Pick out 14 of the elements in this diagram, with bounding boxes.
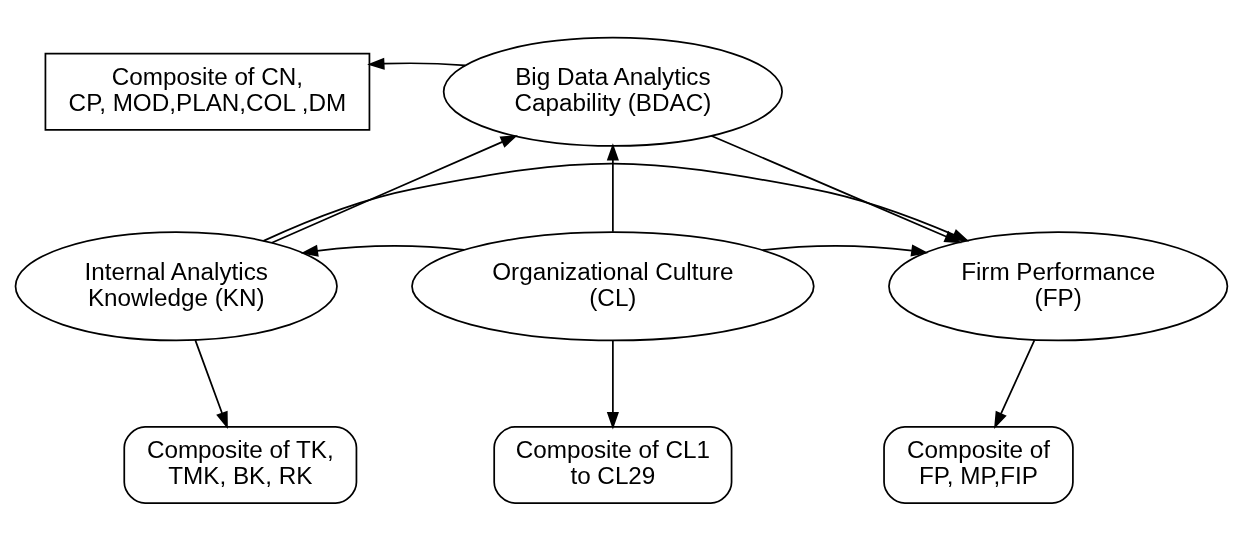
node-box: Composite of CN, CP, MOD,PLAN,COL ,DM	[44, 52, 371, 131]
arrow	[271, 135, 518, 244]
arrow	[994, 339, 1036, 429]
arrow	[606, 143, 619, 233]
node-box: Composite of FP, MP,FIP	[883, 425, 1074, 504]
node-ellipse: Internal Analytics Knowledge (KN)	[14, 231, 338, 342]
node-box: Composite of CL1 to CL29	[493, 425, 733, 504]
arrow	[367, 57, 467, 70]
arrow	[194, 339, 228, 430]
arrow	[300, 244, 465, 257]
arrow	[606, 339, 619, 430]
node-box: Composite of TK, TMK, BK, RK	[123, 425, 358, 504]
arrow	[761, 244, 929, 257]
node-ellipse: Organizational Culture (CL)	[411, 231, 815, 342]
